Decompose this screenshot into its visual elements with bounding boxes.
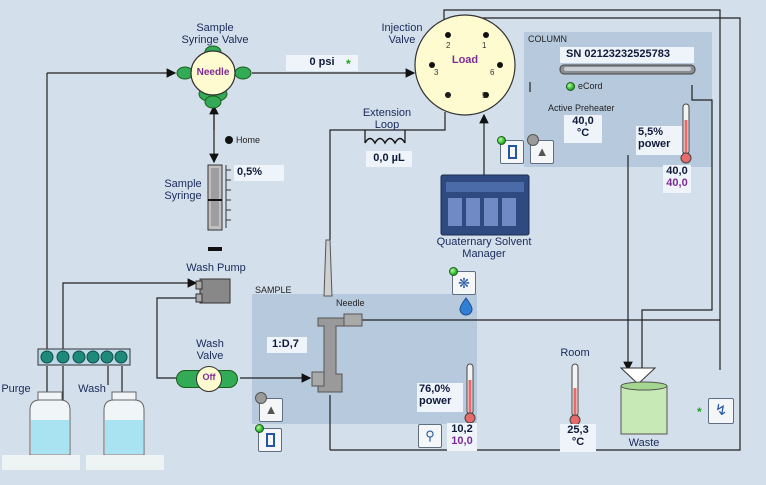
preheater-temperature-value: 40,0 [572, 115, 594, 127]
ecord-status-led [566, 82, 575, 91]
wash-valve-state: Off [202, 372, 216, 382]
sample-syringe-valve-label-line2: Syringe Valve [181, 34, 249, 46]
wash-label: Wash [78, 383, 106, 395]
status-lightning-icon[interactable]: ↯ [708, 398, 734, 424]
sample-syringe-valve-state: Needle [196, 67, 230, 78]
injection-valve-label-line1: Injection [381, 22, 423, 34]
purge-solvent-field[interactable] [2, 455, 80, 470]
wash-valve-label-line2: Valve [196, 350, 224, 362]
quaternary-solvent-manager[interactable] [441, 175, 529, 235]
wash-pump[interactable] [196, 279, 230, 303]
column-temperature: 40,0 40,0 [663, 165, 691, 193]
fan-icon[interactable]: ❋ [452, 271, 476, 295]
room-temperature: 25,3 °C [560, 424, 596, 452]
sample-gear-icon [255, 392, 267, 404]
sample-door-led [255, 424, 264, 433]
room-temp-unit: °C [571, 436, 585, 448]
sample-temperature: 10,2 10,0 [447, 423, 477, 451]
sample-syringe[interactable] [206, 163, 236, 233]
injection-valve-label-line2: Valve [388, 34, 416, 46]
sample-heater-power: 76,0% power [417, 383, 463, 412]
purge-label: Purge [1, 383, 31, 395]
home-label: Home [236, 135, 261, 145]
injection-valve-state: Load [451, 54, 479, 66]
column-temp-actual: 40,0 [666, 165, 688, 177]
sample-syringe-valve-label: Sample Syringe Valve [170, 22, 260, 46]
waste-container[interactable] [621, 368, 667, 434]
column-panel-title: COLUMN [528, 34, 568, 44]
pressure-activity-marker: * [346, 57, 351, 71]
column-serial[interactable]: SN 02123232525783 [560, 47, 694, 63]
port-label-5: 5 [482, 91, 487, 100]
extension-loop-label: Extension Loop [354, 107, 420, 131]
solvent-manager-label-line1: Quaternary Solvent [436, 236, 532, 248]
sample-power-value: 76,0% [419, 383, 451, 395]
column-temp-setpoint: 40,0 [666, 177, 688, 189]
pressure-readout: 0 psi [286, 55, 358, 71]
preheater-temperature-unit: °C [576, 127, 590, 139]
wash-valve-label-line1: Wash [196, 338, 224, 350]
sample-fan-led [449, 267, 458, 276]
sample-syringe-valve-label-line1: Sample [196, 22, 234, 34]
port-label-1: 1 [482, 41, 487, 50]
room-label: Room [560, 347, 590, 359]
sample-syringe-label: Sample Syringe [160, 178, 206, 202]
port-label-4: 4 [446, 91, 451, 100]
sample-power-label: power [419, 395, 452, 407]
sample-temp-actual: 10,2 [451, 423, 473, 435]
solvent-manager-label: Quaternary Solvent Manager [424, 236, 544, 260]
needle-label: Needle [336, 298, 365, 308]
purge-bottle[interactable] [30, 392, 70, 455]
sample-syringe-label-line1: Sample [164, 178, 202, 190]
sample-syringe-label-line2: Syringe [164, 190, 202, 202]
injection-valve-label: Injection Valve [372, 22, 432, 46]
column-power-value: 5,5% [638, 126, 664, 138]
extension-loop-label-line2: Loop [374, 119, 400, 131]
solvent-manager-label-line2: Manager [462, 248, 506, 260]
extension-loop-volume: 0,0 µL [366, 151, 412, 167]
sample-temp-setpoint: 10,0 [451, 435, 473, 447]
wash-valve-dial [196, 366, 222, 392]
sample-ratio: 1:D,7 [267, 337, 307, 353]
wash-pump-label: Wash Pump [186, 262, 246, 274]
needle[interactable] [312, 240, 362, 392]
sample-syringe-percent: 0,5% [234, 165, 284, 181]
sample-panel-title: SAMPLE [255, 285, 292, 295]
column-gear-icon [527, 134, 539, 146]
status-activity-marker: * [697, 405, 702, 419]
extension-loop-label-line1: Extension [362, 107, 412, 119]
column-door-led [497, 136, 506, 145]
wash-bottle[interactable] [104, 392, 144, 455]
port-label-6: 6 [490, 68, 495, 77]
ecord-label: eCord [578, 81, 603, 91]
wash-valve-label: Wash Valve [190, 338, 230, 362]
column-heater-power: 5,5% power [636, 126, 682, 155]
sample-thermometer-icon[interactable]: ⚲ [418, 424, 442, 448]
room-temp-value: 25,3 [567, 424, 589, 436]
preheater-temperature: 40,0 °C [564, 115, 602, 143]
waste-label: Waste [628, 437, 660, 449]
port-label-3: 3 [434, 68, 439, 77]
preheater-label: Active Preheater [548, 103, 615, 113]
port-label-2: 2 [446, 41, 451, 50]
droplet-icon [459, 297, 473, 315]
column-power-label: power [638, 138, 671, 150]
wash-solvent-field[interactable] [86, 455, 164, 470]
